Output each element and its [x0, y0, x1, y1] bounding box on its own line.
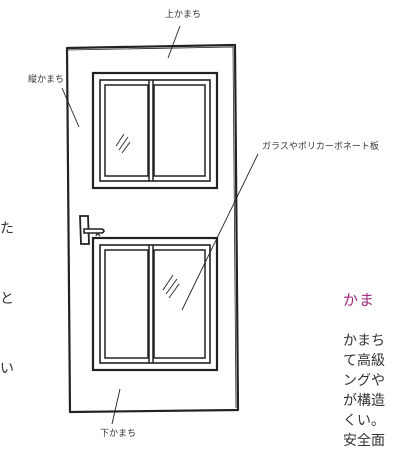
- left-text-line: た: [0, 221, 14, 237]
- label-stile: 縦かまち: [28, 73, 64, 85]
- label-glass: ガラスやポリカーボネート板: [262, 140, 379, 152]
- right-text-line: て高級: [343, 353, 385, 369]
- door-handle-icon: [79, 215, 105, 245]
- section-heading: かま: [343, 291, 376, 309]
- right-text-line: 安全面: [343, 433, 385, 449]
- right-text-line: が構造: [343, 393, 385, 409]
- lower-window: [91, 236, 219, 372]
- glass-glint-mark: [115, 133, 125, 147]
- door-outer-frame: [65, 43, 240, 414]
- left-text-line: と: [0, 291, 14, 307]
- leader-glass: [181, 153, 259, 311]
- right-text-line: かまち: [343, 333, 385, 349]
- left-text-line: い: [0, 361, 14, 377]
- label-bottom-rail: 下かまち: [100, 428, 136, 439]
- right-text-line: ングや: [343, 373, 385, 389]
- leader-stile: [61, 87, 80, 128]
- leader-bottom-rail: [111, 388, 121, 425]
- leader-top-rail: [167, 25, 181, 59]
- right-text-line: くい。: [343, 413, 385, 429]
- label-top-rail: 上かまち: [165, 9, 201, 20]
- upper-window: [91, 71, 219, 190]
